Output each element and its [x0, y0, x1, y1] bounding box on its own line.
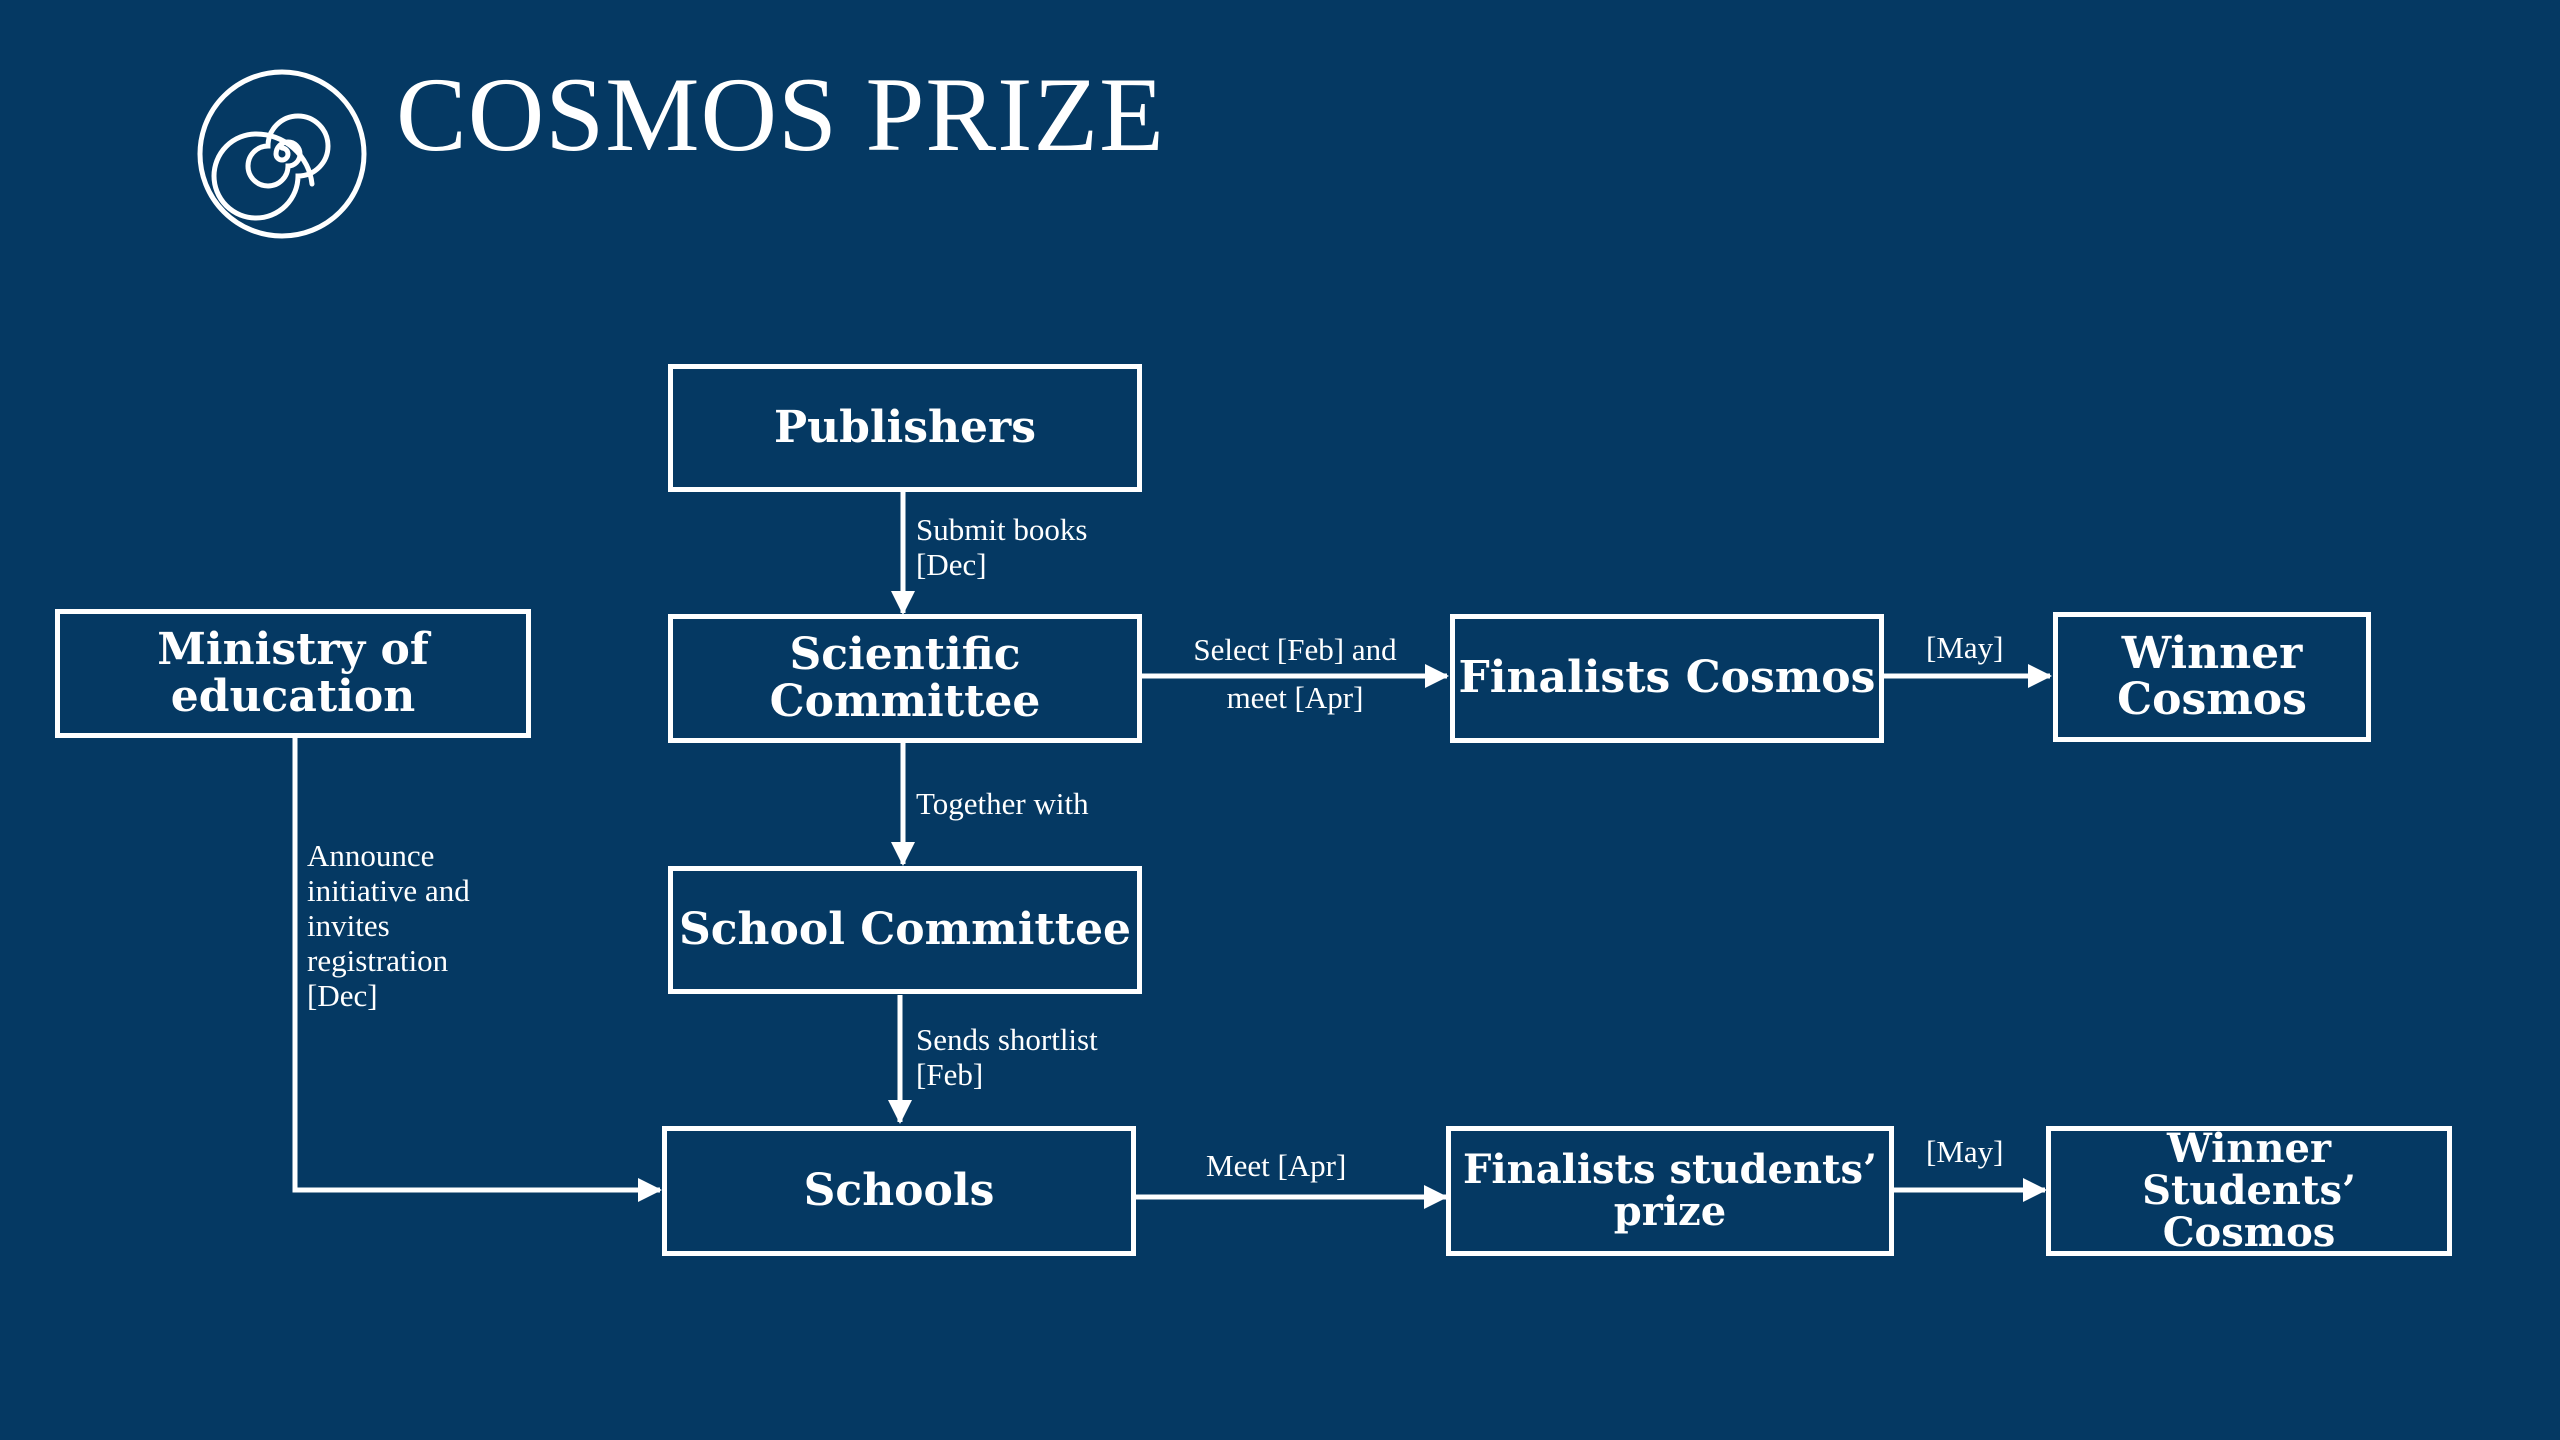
label-select-and-meet: Select [Feb] and meet [Apr]	[1193, 632, 1397, 716]
node-scientific-committee: Scientific Committee	[668, 614, 1142, 743]
label-may-students: [May]	[1926, 1134, 2004, 1169]
spiral-icon	[197, 69, 367, 239]
node-schools: Schools	[662, 1126, 1136, 1256]
label-meet-apr: Meet [Apr]	[1206, 1148, 1347, 1183]
label-submit-books: Submit books [Dec]	[916, 512, 1088, 583]
node-publishers: Publishers	[668, 364, 1142, 492]
arrow-ministry-schools	[292, 738, 662, 1202]
node-winner-students-cosmos: Winner Students’ Cosmos	[2046, 1126, 2452, 1256]
label-sends-shortlist: Sends shortlist [Feb]	[916, 1022, 1098, 1093]
label-may-cosmos: [May]	[1926, 630, 2004, 665]
node-winner-cosmos: Winner Cosmos	[2053, 612, 2371, 742]
node-finalists-students-prize: Finalists students’ prize	[1446, 1126, 1894, 1256]
node-school-committee: School Committee	[668, 866, 1142, 994]
node-ministry-of-education: Ministry of education	[55, 609, 531, 738]
brand-title: COSMOS PRIZE	[396, 56, 1165, 173]
label-together-with: Together with	[916, 786, 1089, 821]
node-finalists-cosmos: Finalists Cosmos	[1450, 614, 1884, 743]
label-announce-initiative: Announce initiative and invites registra…	[307, 838, 470, 1014]
